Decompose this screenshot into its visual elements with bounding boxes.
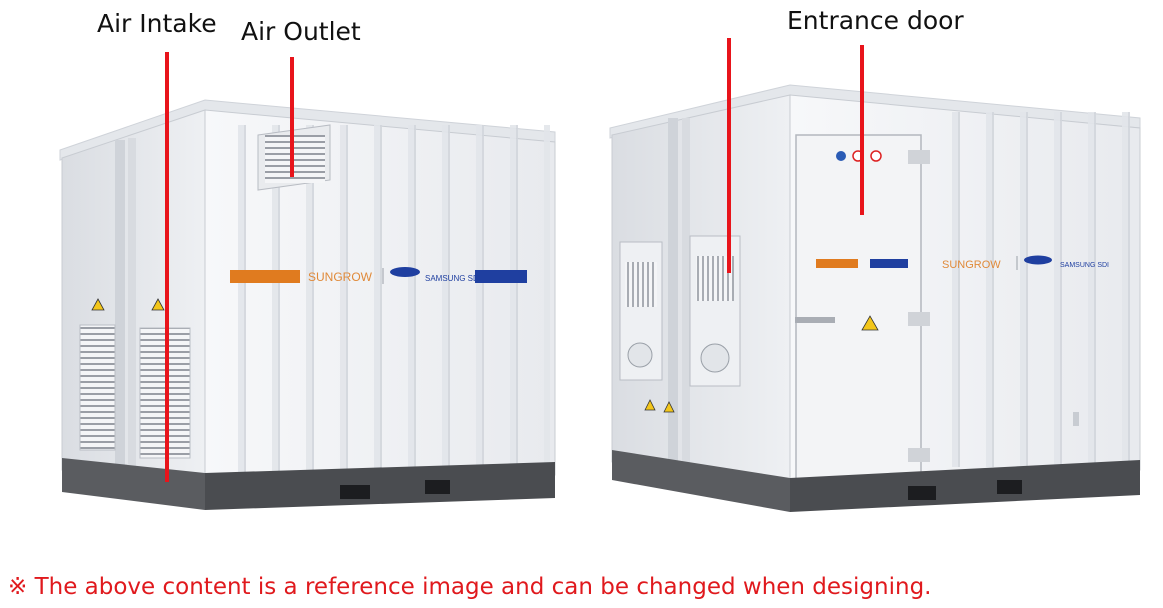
ac-unit-pointer — [727, 38, 731, 273]
container-right: SUNGROW SAMSUNG SDI — [609, 84, 1141, 512]
samsung-sdi-logo-right: SAMSUNG SDI — [1060, 262, 1109, 269]
sungrow-logo-left: SUNGROW — [308, 270, 373, 284]
air-outlet-pointer — [290, 57, 294, 177]
entrance-door-label: Entrance door — [787, 6, 964, 35]
air-intake-pointer — [165, 52, 169, 482]
air-outlet-label: Air Outlet — [241, 17, 361, 46]
entrance-door-pointer — [860, 45, 864, 215]
sungrow-logo-right: SUNGROW — [942, 259, 1001, 271]
samsung-sdi-logo-left: SAMSUNG SDI — [425, 274, 481, 283]
reference-note: ※ The above content is a reference image… — [8, 574, 932, 600]
container-left: SUNGROW SAMSUNG SDI — [59, 99, 556, 510]
air-intake-label: Air Intake — [97, 9, 217, 38]
